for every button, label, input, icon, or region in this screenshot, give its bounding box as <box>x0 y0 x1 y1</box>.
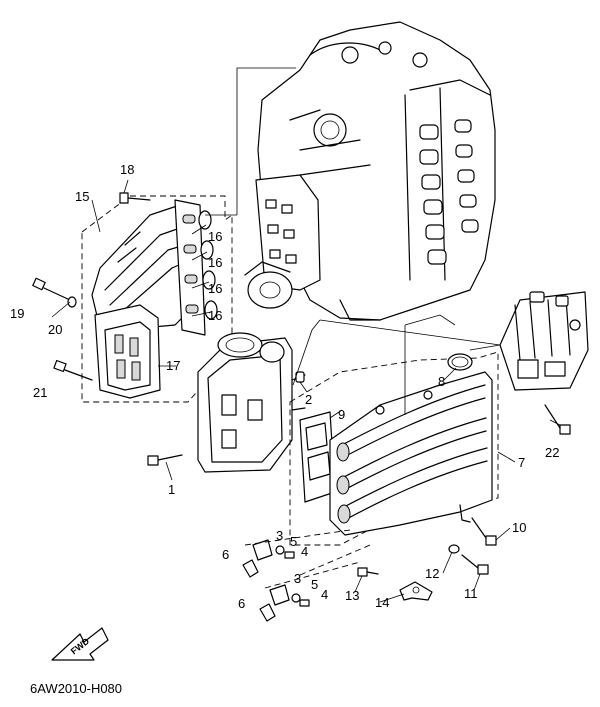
bolt-19 <box>32 277 71 301</box>
callout-16-c: 16 <box>208 281 222 296</box>
assembly-guide-lines <box>205 67 501 415</box>
leader-lines <box>51 179 561 603</box>
electrical-unit-22 <box>499 291 589 391</box>
callout-3-lower: 3 <box>294 571 301 586</box>
callout-5: 5 <box>290 534 297 549</box>
callout-18: 18 <box>120 162 134 177</box>
bolt-13 <box>357 567 379 577</box>
port-row <box>419 124 447 265</box>
callout-19: 19 <box>10 306 24 321</box>
callout-6-lower: 6 <box>238 596 245 611</box>
gasket-16-set <box>198 210 218 320</box>
callout-17: 17 <box>166 358 180 373</box>
fitting-set-lower <box>259 584 310 622</box>
callout-16-a: 16 <box>208 229 222 244</box>
engine-block <box>244 21 496 321</box>
callout-6: 6 <box>222 547 229 562</box>
bolt-21 <box>53 359 93 381</box>
group-outline-15 <box>81 195 233 403</box>
callout-5-lower: 5 <box>311 577 318 592</box>
clamp-14 <box>399 581 433 601</box>
washer-20 <box>67 296 77 308</box>
callout-21: 21 <box>33 385 47 400</box>
throttle-body <box>197 332 306 473</box>
washer-12 <box>448 544 460 554</box>
callout-11: 11 <box>464 586 478 601</box>
callout-3: 3 <box>276 528 283 543</box>
intake-manifold-7 <box>329 371 493 536</box>
callout-4: 4 <box>301 544 308 559</box>
cover-plate-17 <box>94 304 161 399</box>
intake-silencer-15 <box>91 199 206 336</box>
callout-20: 20 <box>48 322 62 337</box>
callout-10: 10 <box>512 520 526 535</box>
callout-4-lower: 4 <box>321 587 328 602</box>
fitting-set-upper <box>242 539 295 578</box>
group-outline-7 <box>289 351 499 546</box>
callout-22: 22 <box>545 445 559 460</box>
diagram-code: 6AW2010-H080 <box>30 681 122 696</box>
bolt-18 <box>119 192 151 204</box>
callout-13: 13 <box>345 588 359 603</box>
callout-14: 14 <box>375 595 389 610</box>
bolt-1 <box>147 454 183 466</box>
bolt-22 <box>544 404 571 435</box>
callout-8: 8 <box>438 374 445 389</box>
callout-16-d: 16 <box>208 308 222 323</box>
bolt-11 <box>461 554 489 575</box>
callout-1: 1 <box>168 482 175 497</box>
fwd-arrow-icon <box>51 627 109 661</box>
callout-labels: 1 2 3 4 5 6 3 4 5 6 7 8 9 10 11 12 13 14… <box>10 162 559 611</box>
port-row-right <box>454 119 479 233</box>
callout-2: 2 <box>305 392 312 407</box>
fitting-guide-lines <box>244 529 371 589</box>
callout-12: 12 <box>425 566 439 581</box>
o-ring-8 <box>447 353 473 371</box>
bolt-10 <box>471 517 497 546</box>
callout-7: 7 <box>518 455 525 470</box>
callout-9: 9 <box>338 407 345 422</box>
block-intake-ports <box>265 199 297 264</box>
callout-15: 15 <box>75 189 89 204</box>
callout-16-b: 16 <box>208 255 222 270</box>
